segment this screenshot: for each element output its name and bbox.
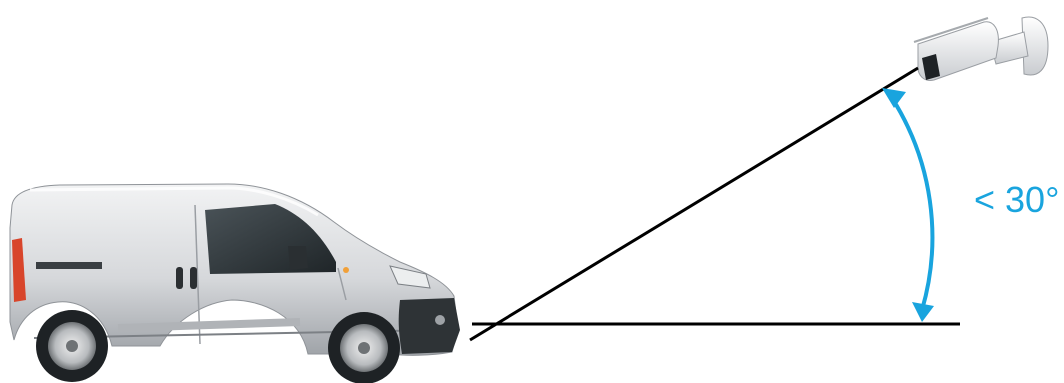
arrow-down-icon	[912, 302, 934, 322]
camera-sight-line	[469, 66, 919, 342]
delivery-van-icon	[9, 183, 460, 383]
arrow-up-icon	[882, 88, 906, 108]
angle-label: < 30°	[974, 179, 1059, 220]
security-camera-icon	[913, 16, 1049, 81]
angle-arc	[882, 88, 935, 322]
